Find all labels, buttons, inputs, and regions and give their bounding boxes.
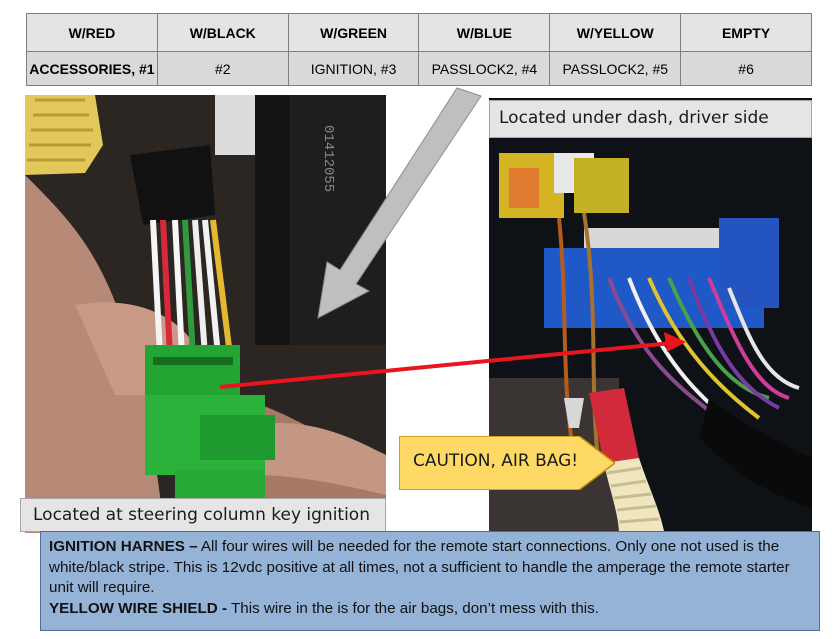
yellow-wire-note-title: YELLOW WIRE SHIELD - bbox=[49, 599, 228, 617]
yellow-wire-note: YELLOW WIRE SHIELD - This wire in the is… bbox=[49, 599, 811, 620]
header-cell-w-yellow: W/YELLOW bbox=[549, 13, 682, 52]
table-row: ACCESSORIES, #1 #2 IGNITION, #3 PASSLOCK… bbox=[26, 51, 812, 86]
header-cell-w-black: W/BLACK bbox=[156, 13, 289, 52]
yellow-wire-note-text: This wire in the is for the air bags, do… bbox=[227, 599, 599, 617]
cell-passlock-4: PASSLOCK2, #4 bbox=[418, 51, 551, 86]
cell-passlock-5: PASSLOCK2, #5 bbox=[549, 51, 682, 86]
cell-pin-2: #2 bbox=[156, 51, 289, 86]
steering-column-label: Located at steering column key ignition bbox=[20, 498, 386, 532]
wiring-note: IGNITION HARNES – All four wires will be… bbox=[40, 531, 820, 631]
cell-pin-6: #6 bbox=[680, 51, 812, 86]
ignition-note: IGNITION HARNES – All four wires will be… bbox=[49, 537, 811, 599]
cell-ignition: IGNITION, #3 bbox=[287, 51, 420, 86]
ignition-connector-photo: 01412055 bbox=[25, 95, 386, 533]
header-cell-empty: EMPTY bbox=[680, 13, 812, 52]
ignition-connector-image: 01412055 bbox=[25, 95, 386, 533]
header-cell-w-green: W/GREEN bbox=[287, 13, 420, 52]
caution-arrow-shape bbox=[399, 436, 615, 490]
table-header-row: W/RED W/BLACK W/GREEN W/BLUE W/YELLOW EM… bbox=[26, 13, 812, 52]
under-dash-label: Located under dash, driver side bbox=[489, 100, 812, 138]
ignition-note-title: IGNITION HARNES – bbox=[49, 538, 198, 555]
header-cell-w-blue: W/BLUE bbox=[418, 13, 551, 52]
header-cell-w-red: W/RED bbox=[26, 13, 158, 52]
caution-callout: CAUTION, AIR BAG! bbox=[399, 436, 615, 490]
cell-accessories: ACCESSORIES, #1 bbox=[26, 51, 158, 86]
caution-text: CAUTION, AIR BAG! bbox=[413, 451, 579, 471]
connector-marking: 01412055 bbox=[320, 125, 336, 192]
ignition-note-text: All four wires will be needed for the re… bbox=[49, 538, 790, 596]
wire-color-table: W/RED W/BLACK W/GREEN W/BLUE W/YELLOW EM… bbox=[26, 13, 812, 86]
